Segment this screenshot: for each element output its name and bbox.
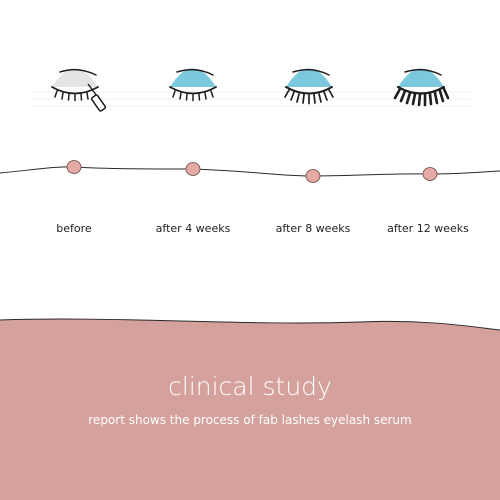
eye-before-icon bbox=[51, 68, 107, 112]
banner-title: clinical study bbox=[168, 372, 332, 401]
eye-after-8-weeks-icon bbox=[284, 68, 334, 105]
stage-label-12-weeks: after 12 weeks bbox=[387, 222, 469, 235]
timeline-dot-before bbox=[66, 160, 82, 174]
stage-label-8-weeks: after 8 weeks bbox=[275, 222, 351, 235]
timeline-dot-8-weeks bbox=[305, 169, 321, 183]
timeline-dot-4-weeks bbox=[185, 162, 201, 176]
banner-subtitle: report shows the process of fab lashes e… bbox=[88, 413, 412, 427]
mascara-wand-icon bbox=[87, 83, 107, 112]
banner-background bbox=[0, 319, 500, 500]
eye-after-12-weeks-icon bbox=[393, 68, 450, 107]
timeline-dot-12-weeks bbox=[422, 167, 438, 181]
eye-after-4-weeks-icon bbox=[169, 68, 217, 102]
stage-label-before: before bbox=[56, 222, 92, 235]
banner-top-line bbox=[0, 318, 500, 331]
stage-label-4-weeks: after 4 weeks bbox=[155, 222, 231, 235]
